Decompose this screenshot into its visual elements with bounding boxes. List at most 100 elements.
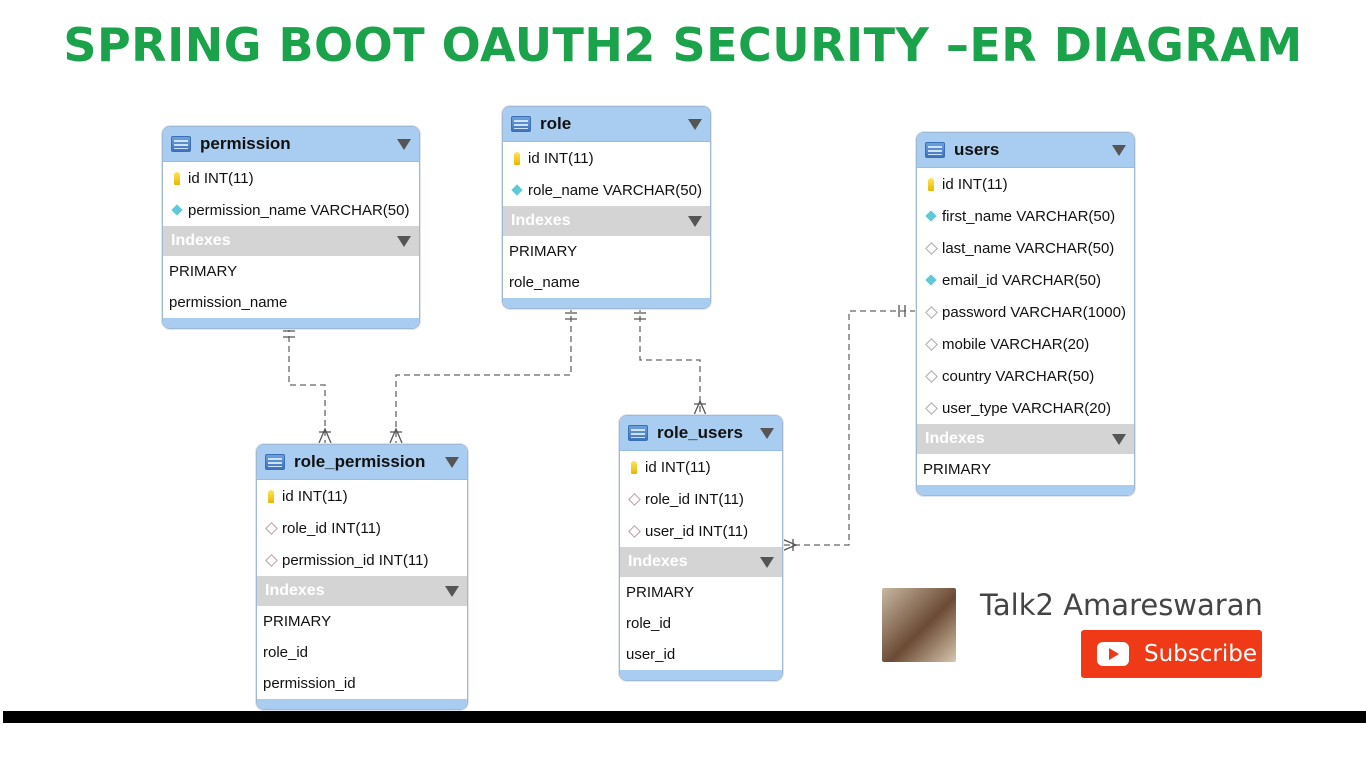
indexes-label: Indexes — [171, 232, 231, 249]
table-footer — [257, 699, 467, 709]
indexes-header[interactable]: Indexes — [503, 206, 710, 236]
table-header[interactable]: permission — [163, 127, 419, 162]
users-table[interactable]: users id INT(11) first_name VARCHAR(50) … — [916, 132, 1135, 496]
role-permission-table[interactable]: role_permission id INT(11) role_id INT(1… — [256, 444, 468, 710]
foreign-key-icon — [627, 492, 641, 506]
column-row[interactable]: id INT(11) — [163, 162, 419, 194]
column-text: id INT(11) — [188, 169, 254, 187]
index-row[interactable]: role_name — [509, 274, 580, 291]
collapse-arrow-icon[interactable] — [445, 585, 459, 597]
subscribe-label: Subscribe — [1144, 641, 1258, 667]
unique-column-icon — [171, 204, 183, 216]
column-row[interactable]: id INT(11) — [257, 480, 467, 512]
table-footer — [917, 485, 1134, 495]
table-name: permission — [200, 134, 291, 153]
indexes-header[interactable]: Indexes — [620, 547, 782, 577]
table-name: role — [540, 114, 572, 133]
unique-column-icon — [511, 184, 523, 196]
table-footer — [503, 298, 710, 308]
relationship-users-role-users — [782, 310, 916, 546]
primary-key-icon — [511, 151, 523, 165]
primary-key-icon — [265, 489, 277, 503]
collapse-arrow-icon[interactable] — [397, 138, 411, 150]
collapse-arrow-icon[interactable] — [760, 556, 774, 568]
collapse-arrow-icon[interactable] — [1112, 144, 1126, 156]
index-row[interactable]: PRIMARY — [509, 243, 578, 260]
primary-key-icon — [925, 177, 937, 191]
indexes-header[interactable]: Indexes — [917, 424, 1134, 454]
table-header[interactable]: role — [503, 107, 710, 142]
column-row[interactable]: password VARCHAR(1000) — [917, 296, 1134, 328]
column-row[interactable]: permission_id INT(11) — [257, 544, 467, 576]
table-name: role_permission — [294, 452, 426, 471]
column-row[interactable]: user_type VARCHAR(20) — [917, 392, 1134, 424]
youtube-play-icon — [1097, 642, 1129, 666]
collapse-arrow-icon[interactable] — [688, 118, 702, 130]
column-row[interactable]: role_name VARCHAR(50) — [503, 174, 710, 206]
table-name: users — [954, 140, 1000, 159]
many-marker — [318, 427, 332, 444]
many-marker — [693, 399, 707, 416]
index-row[interactable]: role_id — [626, 615, 672, 632]
table-icon — [628, 425, 648, 441]
column-text: password VARCHAR(1000) — [942, 303, 1126, 321]
collapse-arrow-icon[interactable] — [445, 456, 459, 468]
indexes-header[interactable]: Indexes — [163, 226, 419, 256]
column-text: permission_name VARCHAR(50) — [188, 201, 410, 219]
one-marker — [634, 312, 646, 320]
index-row[interactable]: role_id — [263, 644, 309, 661]
column-row[interactable]: role_id INT(11) — [620, 483, 782, 515]
indexes-label: Indexes — [925, 430, 985, 447]
primary-key-icon — [628, 460, 640, 474]
indexes-header[interactable]: Indexes — [257, 576, 467, 606]
index-row[interactable]: permission_name — [169, 294, 288, 311]
one-marker — [565, 312, 577, 320]
indexes-label: Indexes — [628, 553, 688, 570]
index-row[interactable]: PRIMARY — [626, 584, 695, 601]
index-row[interactable]: PRIMARY — [169, 263, 238, 280]
table-name: role_users — [657, 423, 743, 442]
collapse-arrow-icon[interactable] — [688, 215, 702, 227]
collapse-arrow-icon[interactable] — [1112, 433, 1126, 445]
column-text: last_name VARCHAR(50) — [942, 239, 1115, 257]
column-row[interactable]: email_id VARCHAR(50) — [917, 264, 1134, 296]
column-row[interactable]: first_name VARCHAR(50) — [917, 200, 1134, 232]
channel-avatar — [882, 588, 956, 662]
index-row[interactable]: permission_id — [263, 675, 356, 692]
column-text: id INT(11) — [942, 175, 1008, 193]
nullable-column-icon — [924, 241, 938, 255]
subscribe-button[interactable]: Subscribe — [1081, 630, 1262, 678]
relationship-role-role-permission — [395, 306, 572, 443]
foreign-key-icon — [627, 524, 641, 538]
column-row[interactable]: user_id INT(11) — [620, 515, 782, 547]
collapse-arrow-icon[interactable] — [760, 427, 774, 439]
permission-table[interactable]: permission id INT(11) permission_name VA… — [162, 126, 420, 329]
column-row[interactable]: id INT(11) — [620, 451, 782, 483]
column-text: id INT(11) — [528, 149, 594, 167]
channel-name: Talk2 Amareswaran — [980, 588, 1263, 622]
table-header[interactable]: role_permission — [257, 445, 467, 480]
column-row[interactable]: last_name VARCHAR(50) — [917, 232, 1134, 264]
index-row[interactable]: user_id — [626, 646, 676, 663]
index-row[interactable]: PRIMARY — [263, 613, 332, 630]
relationship-role-role-users — [639, 306, 701, 415]
collapse-arrow-icon[interactable] — [397, 235, 411, 247]
nullable-column-icon — [924, 369, 938, 383]
column-row[interactable]: permission_name VARCHAR(50) — [163, 194, 419, 226]
table-header[interactable]: role_users — [620, 416, 782, 451]
column-row[interactable]: mobile VARCHAR(20) — [917, 328, 1134, 360]
column-text: mobile VARCHAR(20) — [942, 335, 1090, 353]
column-row[interactable]: country VARCHAR(50) — [917, 360, 1134, 392]
column-text: id INT(11) — [645, 458, 711, 476]
role-users-table[interactable]: role_users id INT(11) role_id INT(11) us… — [619, 415, 783, 681]
relationship-permission-role-permission — [288, 326, 326, 443]
table-header[interactable]: users — [917, 133, 1134, 168]
column-row[interactable]: role_id INT(11) — [257, 512, 467, 544]
column-text: role_id INT(11) — [282, 519, 381, 537]
role-table[interactable]: role id INT(11) role_name VARCHAR(50) In… — [502, 106, 711, 309]
column-text: email_id VARCHAR(50) — [942, 271, 1101, 289]
index-row[interactable]: PRIMARY — [923, 461, 992, 478]
column-row[interactable]: id INT(11) — [917, 168, 1134, 200]
column-row[interactable]: id INT(11) — [503, 142, 710, 174]
